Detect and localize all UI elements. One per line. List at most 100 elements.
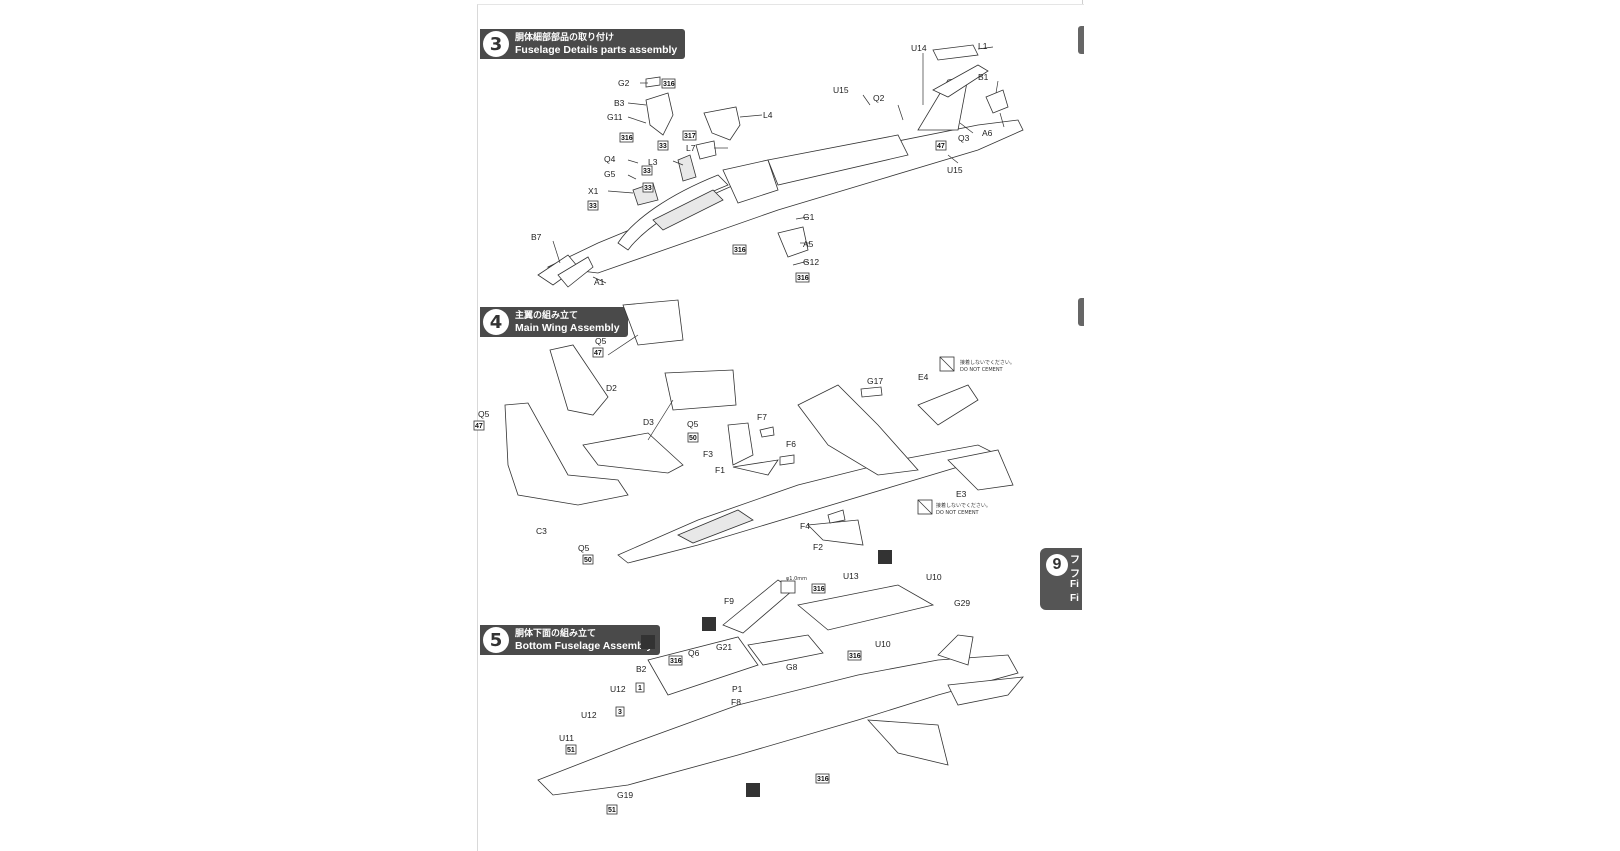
- part-label: L4: [763, 110, 773, 120]
- no-cement-icon: [939, 356, 955, 372]
- part-label: G21: [716, 642, 732, 652]
- step-title-en: Fuselage Details parts assembly: [515, 44, 678, 56]
- step-number: 3: [483, 31, 509, 57]
- part-label: B3: [614, 98, 625, 108]
- part-label: F4: [800, 521, 810, 531]
- part-label: G11: [607, 112, 623, 122]
- part-label: U15: [833, 85, 849, 95]
- part-label: Q2: [873, 93, 885, 103]
- part-label: U12: [610, 684, 626, 694]
- part-label: L3: [648, 157, 658, 167]
- paint-code: 47: [475, 423, 483, 430]
- step-5-header: 5 胴体下面の組み立て Bottom Fuselage Assembly: [480, 625, 661, 655]
- step-title-fragment: フ: [1070, 555, 1080, 566]
- part-label: E4: [918, 372, 929, 382]
- step-4-labels: Q5 D2 Q5 D3 Q5 C3 Q5 F7 F3 F6 F1 G17 E4 …: [473, 336, 1015, 565]
- no-cement-jp: 接着しないでください。: [936, 502, 991, 509]
- drill-note: φ1.0mm: [786, 576, 807, 582]
- step-number: 5: [483, 627, 509, 653]
- part-label: F2: [813, 542, 823, 552]
- paint-code: 316: [621, 135, 633, 142]
- part-label: U12: [581, 710, 597, 720]
- step-title-fragment: フ: [1070, 569, 1080, 580]
- part-label: F8: [731, 697, 741, 707]
- step-3-header: 3 胴体細部部品の取り付け Fuselage Details parts ass…: [480, 29, 686, 59]
- part-label: L1: [978, 41, 988, 51]
- part-label: G29: [954, 598, 970, 608]
- step-title-fragment: Fi: [1070, 593, 1079, 604]
- part-label: G2: [618, 78, 630, 88]
- part-label: U11: [559, 733, 574, 743]
- assembly-drawings: G2 B3 G11 L4 L7 Q4 L3 G5 X1 B7 A1 U14 L1…: [473, 41, 1024, 815]
- step-3-labels: G2 B3 G11 L4 L7 Q4 L3 G5 X1 B7 A1 U14 L1…: [531, 41, 993, 287]
- instruction-page: 3 胴体細部部品の取り付け Fuselage Details parts ass…: [473, 4, 1084, 851]
- part-label: U13: [843, 571, 859, 581]
- no-cement-en: DO NOT CEMENT: [936, 510, 980, 516]
- step-number: 9: [1046, 554, 1068, 576]
- paint-code: 51: [608, 807, 616, 814]
- drill-detail-icon: [780, 580, 796, 594]
- part-label: F6: [786, 439, 796, 449]
- part-label: D3: [643, 417, 654, 427]
- step-4-aircraft: [504, 299, 1014, 564]
- paint-code: 3: [618, 709, 622, 716]
- part-label: B1: [978, 72, 989, 82]
- step-9-header-partial: 9 フ フ Fi Fi: [1040, 548, 1082, 610]
- no-cement-jp: 接着しないでください。: [960, 359, 1015, 366]
- part-label: Q3: [958, 133, 970, 143]
- part-label: A1: [594, 277, 605, 287]
- part-label: U14: [911, 43, 927, 53]
- drill-icon: [878, 550, 892, 564]
- part-label: F3: [703, 449, 713, 459]
- paint-code: 316: [849, 653, 861, 660]
- part-label: Q5: [578, 543, 590, 553]
- paint-code: 47: [937, 143, 945, 150]
- no-cement-icon: [917, 499, 933, 515]
- paint-code: 50: [584, 557, 592, 564]
- no-cement-en: DO NOT CEMENT: [960, 367, 1004, 373]
- part-label: U10: [875, 639, 891, 649]
- step-title-jp: 主翼の組み立て: [515, 311, 579, 321]
- page-edge-tab: [1078, 298, 1084, 326]
- paint-code: 33: [589, 203, 597, 210]
- part-label: D2: [606, 383, 617, 393]
- paint-code: 50: [689, 435, 697, 442]
- step-3-paint-codes: 316 316 33 317 33 33 33 47 316 316: [587, 78, 947, 283]
- part-label: B2: [636, 664, 647, 674]
- part-label: E3: [956, 489, 967, 499]
- part-label: U15: [947, 165, 963, 175]
- part-label: F1: [715, 465, 725, 475]
- paint-code: 316: [670, 658, 682, 665]
- part-label: G1: [803, 212, 815, 222]
- step-title-jp: 胴体下面の組み立て: [515, 629, 597, 639]
- step-5-aircraft: [537, 550, 1024, 797]
- part-label: Q5: [595, 336, 607, 346]
- part-label: A5: [803, 239, 814, 249]
- step-title-jp: 胴体細部部品の取り付け: [515, 33, 615, 43]
- step-title-en: Bottom Fuselage Assembly: [515, 640, 653, 652]
- part-label: Q6: [688, 648, 700, 658]
- paint-code: 316: [663, 81, 675, 88]
- part-label: Q5: [687, 419, 699, 429]
- paint-code: 33: [643, 168, 651, 175]
- part-label: X1: [588, 186, 599, 196]
- drill-icon: [746, 783, 760, 797]
- paint-code: 47: [594, 350, 602, 357]
- part-label: A6: [982, 128, 993, 138]
- paint-code: 316: [817, 776, 829, 783]
- part-label: G8: [786, 662, 798, 672]
- part-label: G17: [867, 376, 883, 386]
- paint-code: 1: [638, 685, 642, 692]
- step-number: 4: [483, 309, 509, 335]
- part-label: G19: [617, 790, 633, 800]
- part-label: Q4: [604, 154, 616, 164]
- part-label: Q5: [478, 409, 490, 419]
- part-label: U10: [926, 572, 942, 582]
- step-title-fragment: Fi: [1070, 579, 1079, 590]
- part-label: C3: [536, 526, 547, 536]
- paint-code: 317: [684, 133, 696, 140]
- paint-code: 33: [644, 185, 652, 192]
- paint-code: 316: [734, 247, 746, 254]
- drill-icon: [641, 635, 655, 649]
- step-3-aircraft: [537, 44, 1024, 288]
